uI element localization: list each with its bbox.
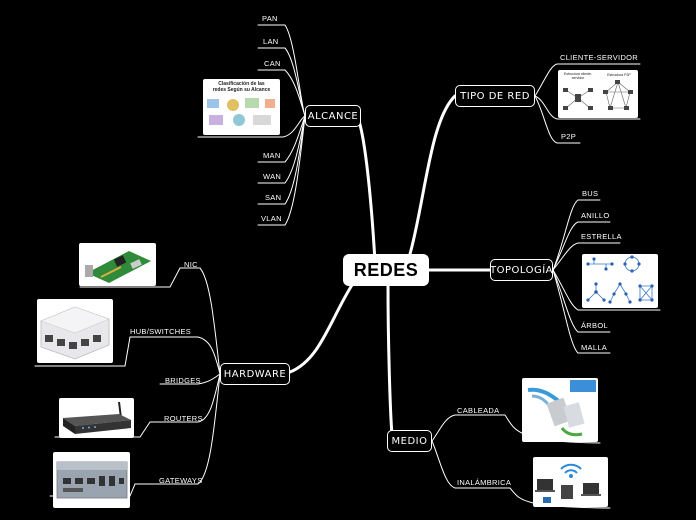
leaf-nic[interactable]: NIC bbox=[184, 260, 198, 269]
alcance-classification-image: Clasificación de las redes Según su Alca… bbox=[203, 79, 280, 135]
branch-alcance[interactable]: ALCANCE bbox=[305, 105, 361, 127]
leaf-anillo[interactable]: ANILLO bbox=[581, 211, 610, 220]
leaf-pan[interactable]: PAN bbox=[262, 14, 278, 23]
cableada-image bbox=[522, 378, 598, 442]
leaf-cableada[interactable]: CABLEADA bbox=[457, 406, 500, 415]
tipo-red-diagram-image: Estructura cliente-servidor Estructura P… bbox=[558, 70, 638, 118]
topologia-diagram-image bbox=[582, 254, 658, 308]
hub-switch-image bbox=[37, 299, 113, 363]
link-center-hardware bbox=[288, 283, 354, 374]
p2p-caption: Estructura P2P bbox=[607, 73, 631, 77]
leaf-gateways[interactable]: GATEWAYS bbox=[159, 476, 203, 485]
router-image bbox=[59, 398, 134, 438]
leaf-hub-switches[interactable]: HUB/SWITCHES bbox=[130, 327, 192, 336]
center-topic[interactable]: REDES bbox=[343, 254, 429, 286]
link-center-medio bbox=[386, 283, 394, 437]
leaf-can[interactable]: CAN bbox=[264, 59, 281, 68]
leaf-estrella[interactable]: ESTRELLA bbox=[581, 232, 622, 241]
client-server-caption: Estructura cliente-servidor bbox=[563, 72, 593, 80]
inalambrica-image bbox=[533, 457, 608, 507]
leaf-routers[interactable]: ROUTERS bbox=[164, 414, 203, 423]
leaf-vlan[interactable]: VLAN bbox=[261, 214, 282, 223]
branch-tipo-de-red[interactable]: TIPO DE RED bbox=[455, 85, 535, 107]
leaf-wan[interactable]: WAN bbox=[263, 172, 282, 181]
link-center-tipo bbox=[408, 94, 457, 256]
leaf-man[interactable]: MAN bbox=[263, 151, 281, 160]
branch-medio[interactable]: MEDIO bbox=[387, 430, 432, 452]
branch-hardware[interactable]: HARDWARE bbox=[220, 363, 290, 385]
leaf-arbol[interactable]: ÁRBOL bbox=[581, 321, 608, 330]
leaf-malla[interactable]: MALLA bbox=[581, 343, 608, 352]
leaf-bridges[interactable]: BRIDGES bbox=[165, 376, 201, 385]
gateway-image bbox=[53, 452, 130, 508]
leaf-p2p[interactable]: P2P bbox=[561, 132, 577, 141]
branch-topologia[interactable]: TOPOLOGÍA bbox=[490, 259, 553, 281]
alcance-image-title: Clasificación de las redes Según su Alca… bbox=[212, 81, 271, 93]
link-center-alcance bbox=[356, 116, 377, 264]
nic-image bbox=[79, 243, 156, 286]
leaf-inalambrica[interactable]: INALÁMBRICA bbox=[457, 478, 512, 487]
leaf-san[interactable]: SAN bbox=[265, 193, 282, 202]
leaf-bus[interactable]: BUS bbox=[582, 189, 599, 198]
leaf-lan[interactable]: LAN bbox=[263, 37, 279, 46]
leaf-cliente-servidor[interactable]: CLIENTE-SERVIDOR bbox=[560, 53, 639, 62]
